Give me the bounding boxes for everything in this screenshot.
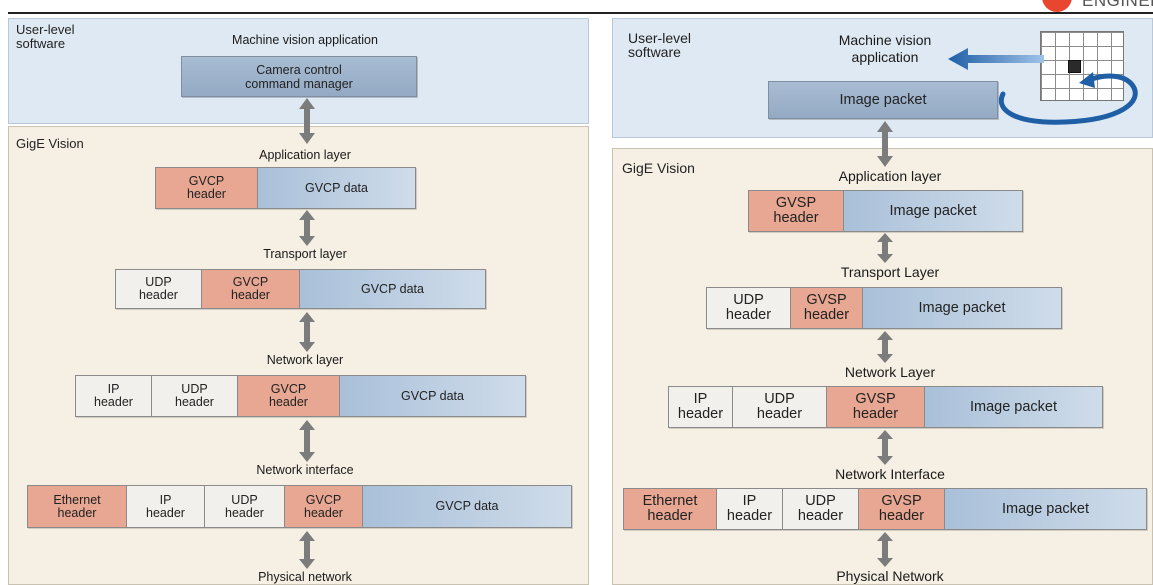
gvsp-header-cell: GVSP header: [859, 489, 945, 529]
udp-header-cell: UDP header: [733, 387, 827, 427]
ip-header-cell: IP header: [717, 489, 783, 529]
ethernet-header-cell: Ethernet header: [28, 486, 127, 527]
ip-header-cell: IP header: [127, 486, 205, 527]
ip-header-cell: IP header: [76, 376, 152, 416]
logo-text: ENGINEER: [1082, 0, 1153, 10]
left-network-row: IP header UDP header GVCP header GVCP da…: [75, 375, 526, 417]
right-transport-row: UDP header GVSP header Image packet: [706, 287, 1062, 329]
left-application-layer-label: Application layer: [259, 148, 351, 162]
gvcp-header-cell: GVCP header: [156, 168, 258, 208]
udp-header-cell: UDP header: [783, 489, 859, 529]
header-rule: [8, 12, 1153, 14]
right-application-layer-label: Application layer: [838, 168, 942, 184]
left-application-row: GVCP header GVCP data: [155, 167, 416, 209]
logo-icon: [1042, 0, 1072, 12]
selected-pixel: [1068, 60, 1081, 73]
right-network-row: IP header UDP header GVSP header Image p…: [668, 386, 1103, 428]
double-arrow-icon: [299, 531, 315, 569]
double-arrow-icon: [877, 532, 893, 567]
loop-arrow-icon: [998, 72, 1138, 125]
gvsp-header-cell: GVSP header: [749, 191, 844, 231]
gvcp-header-cell: GVCP header: [238, 376, 340, 416]
image-packet-cell: Image packet: [945, 489, 1146, 529]
double-arrow-icon: [299, 210, 315, 246]
left-network-interface-label: Network interface: [256, 463, 354, 477]
right-transport-layer-label: Transport Layer: [840, 264, 940, 280]
gvcp-data-cell: GVCP data: [340, 376, 525, 416]
right-app-title: Machine vision application: [838, 32, 932, 65]
image-sensor-grid: [1040, 31, 1124, 101]
gvsp-header-cell: GVSP header: [791, 288, 863, 328]
right-interface-row: Ethernet header IP header UDP header GVS…: [623, 488, 1147, 530]
gvsp-header-cell: GVSP header: [827, 387, 925, 427]
left-app-title: Machine vision application: [232, 33, 378, 47]
right-user-level-label: User-level software: [628, 30, 692, 60]
double-arrow-icon: [877, 331, 893, 363]
left-network-layer-label: Network layer: [266, 353, 344, 367]
flow-arrow-icon: [948, 48, 1044, 70]
double-arrow-icon: [299, 98, 315, 144]
gvcp-header-cell: GVCP header: [202, 270, 300, 308]
right-physical-network-label: Physical Network: [836, 568, 944, 584]
left-physical-network-label: Physical network: [258, 570, 352, 584]
double-arrow-icon: [299, 312, 315, 352]
gvcp-data-cell: GVCP data: [363, 486, 571, 527]
udp-header-cell: UDP header: [116, 270, 202, 308]
right-application-row: GVSP header Image packet: [748, 190, 1023, 232]
left-transport-layer-label: Transport layer: [263, 247, 347, 261]
ethernet-header-cell: Ethernet header: [624, 489, 717, 529]
image-packet-cell: Image packet: [863, 288, 1061, 328]
left-camera-control-box: Camera control command manager: [181, 56, 417, 97]
ip-header-cell: IP header: [669, 387, 733, 427]
image-packet-cell: Image packet: [925, 387, 1102, 427]
gvcp-data-cell: GVCP data: [300, 270, 485, 308]
udp-header-cell: UDP header: [205, 486, 285, 527]
udp-header-cell: UDP header: [707, 288, 791, 328]
left-user-level-label: User-level software: [16, 22, 75, 51]
right-network-interface-label: Network Interface: [835, 466, 945, 482]
double-arrow-icon: [877, 233, 893, 263]
right-image-packet-box: Image packet: [768, 81, 998, 119]
left-interface-row: Ethernet header IP header UDP header GVC…: [27, 485, 572, 528]
double-arrow-icon: [877, 121, 893, 167]
double-arrow-icon: [299, 420, 315, 462]
double-arrow-icon: [877, 430, 893, 465]
right-gige-label: GigE Vision: [622, 160, 695, 176]
image-packet-cell: Image packet: [844, 191, 1022, 231]
gvcp-header-cell: GVCP header: [285, 486, 363, 527]
right-network-layer-label: Network Layer: [844, 364, 936, 380]
gvcp-data-cell: GVCP data: [258, 168, 415, 208]
left-transport-row: UDP header GVCP header GVCP data: [115, 269, 486, 309]
udp-header-cell: UDP header: [152, 376, 238, 416]
left-gige-label: GigE Vision: [16, 136, 84, 151]
